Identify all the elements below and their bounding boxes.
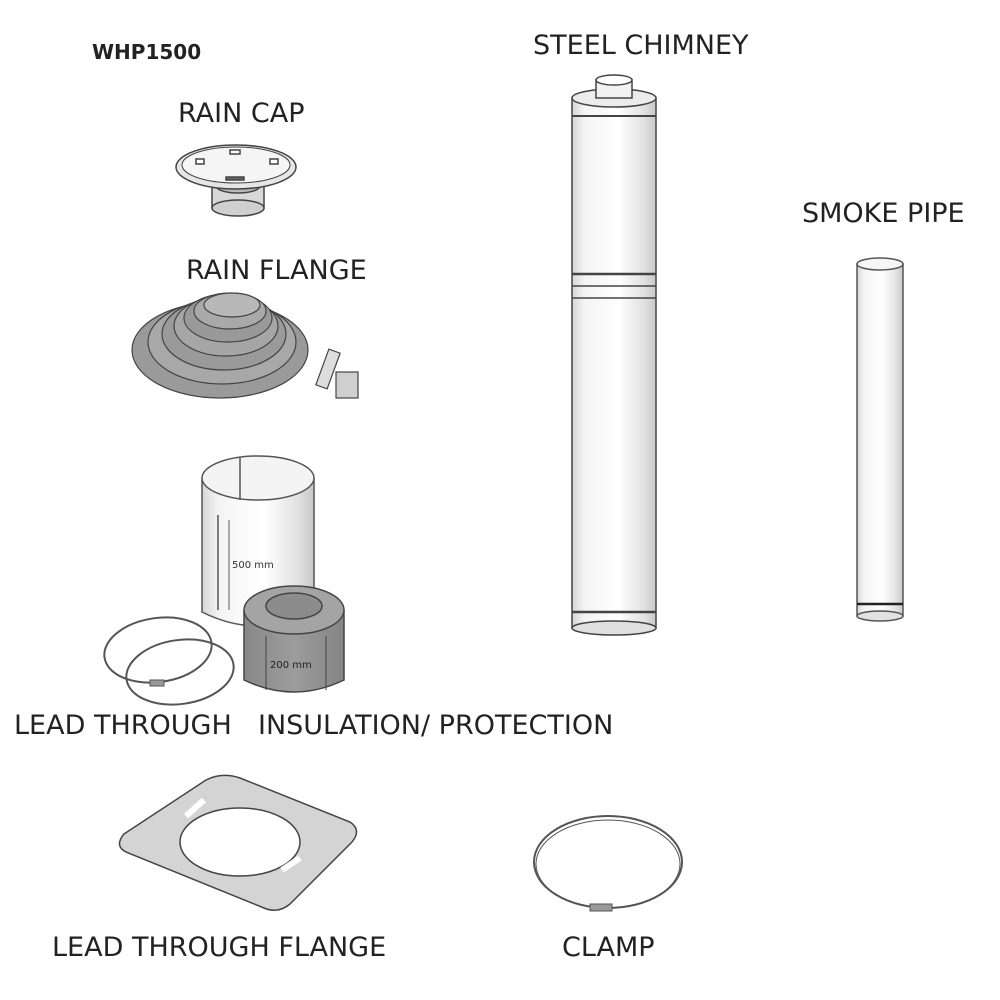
label-steel-chimney: STEEL CHIMNEY bbox=[533, 30, 749, 61]
lead-through-flange-illustration bbox=[118, 774, 358, 911]
label-insulation-protection: INSULATION/ PROTECTION bbox=[258, 710, 614, 741]
label-lead-through-flange: LEAD THROUGH FLANGE bbox=[52, 932, 387, 963]
lead-through-clamps-illustration bbox=[103, 616, 235, 706]
steel-chimney-illustration bbox=[571, 74, 657, 636]
smoke-pipe-illustration bbox=[856, 257, 904, 622]
label-clamp: CLAMP bbox=[562, 932, 655, 963]
protection-height-dimension: 500 mm bbox=[232, 560, 274, 571]
model-title: WHP1500 bbox=[92, 40, 202, 64]
rain-flange-illustration bbox=[131, 292, 359, 399]
label-rain-flange: RAIN FLANGE bbox=[186, 255, 367, 286]
label-lead-through: LEAD THROUGH bbox=[14, 710, 232, 741]
label-smoke-pipe: SMOKE PIPE bbox=[802, 198, 965, 229]
insulation-ring-illustration bbox=[243, 585, 345, 693]
label-rain-cap: RAIN CAP bbox=[178, 98, 305, 129]
insulation-height-dimension: 200 mm bbox=[270, 660, 312, 671]
rain-cap-illustration bbox=[175, 144, 297, 217]
clamp-illustration bbox=[533, 815, 683, 912]
